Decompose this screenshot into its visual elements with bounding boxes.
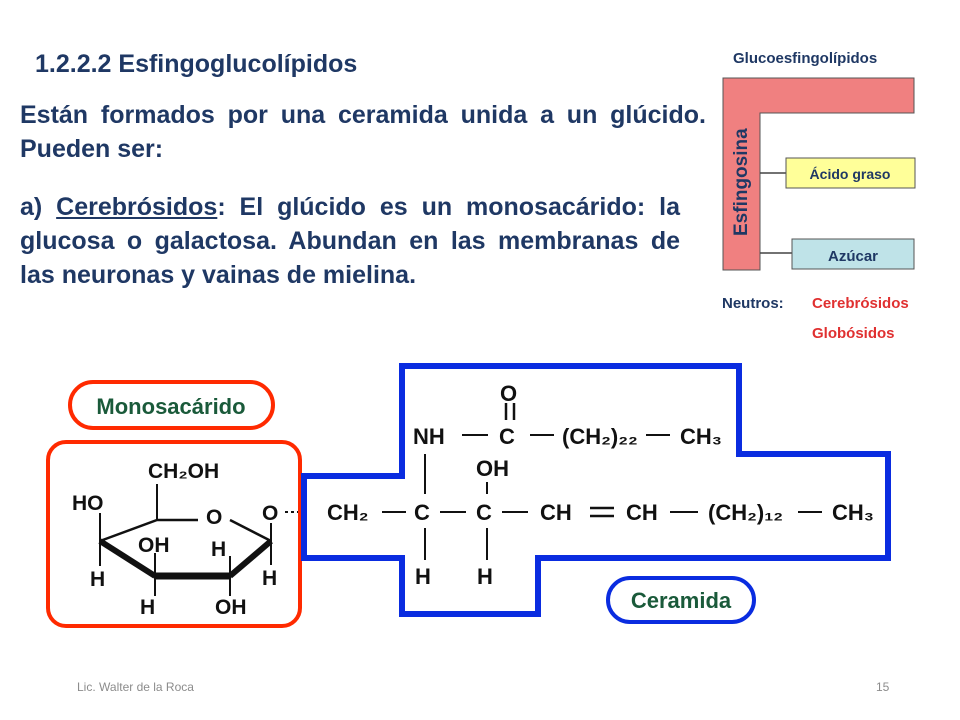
fatty-acid-box (785, 157, 916, 189)
sugar-box (791, 238, 915, 270)
ring-h-bottom: H (140, 596, 155, 619)
sugar-label: Azúcar (828, 248, 878, 265)
esfingosina-label: Esfingosina (731, 128, 752, 236)
slide-title: 1.2.2.2 Esfingoglucolípidos (35, 50, 358, 78)
cerebrosidos-type: Cerebrósidos (812, 295, 909, 312)
ring-oh-inner: OH (138, 534, 170, 557)
chain-c1: C (414, 500, 430, 525)
chain-h2: H (477, 564, 493, 589)
ceramide-bonds (382, 403, 822, 560)
ring-ch2oh: CH₂OH (148, 460, 219, 483)
ceramida-label-frame (606, 576, 756, 624)
footer-page-number: 15 (876, 680, 890, 694)
globosidos-type: Globósidos (812, 325, 895, 342)
ring-ho: HO (72, 492, 104, 515)
chain-o-carbonyl: O (500, 381, 517, 406)
chain-nh: NH (413, 424, 445, 449)
monosacarido-frame (46, 440, 302, 628)
fatty-acid-label: Ácido graso (810, 166, 891, 182)
chain-ch2-12: (CH₂)₁₂ (708, 500, 783, 525)
scheme-title: Glucoesfingolípidos (733, 50, 877, 67)
ring-h-inner: H (211, 538, 226, 561)
chain-ch-b: CH (626, 500, 658, 525)
chain-ch2-22: (CH₂)₂₂ (562, 424, 638, 449)
chain-ch3-top: CH₃ (680, 424, 722, 449)
chain-ch2: CH₂ (327, 500, 369, 525)
esfingosina-block (722, 77, 915, 271)
ring-oh-bottom: OH (215, 596, 247, 619)
ring-o: O (206, 506, 222, 529)
chain-c2: C (476, 500, 492, 525)
chain-ch3: CH₃ (832, 500, 874, 525)
chain-c-carbonyl: C (499, 424, 515, 449)
cerebrosidos-paragraph: a) Cerebrósidos: El glúcido es un monosa… (20, 190, 680, 292)
chain-h1: H (415, 564, 431, 589)
ring-h-right: H (262, 567, 277, 590)
chain-ch-a: CH (540, 500, 572, 525)
neutral-label: Neutros: (722, 295, 784, 312)
ring-h-left: H (90, 568, 105, 591)
monosacarido-label: Monosacárido (96, 394, 245, 419)
ceramida-label: Ceramida (631, 588, 732, 613)
item-a-text: : El glúcido es un monosacárido: la gluc… (20, 193, 680, 289)
ceramida-frame (301, 363, 891, 617)
footer-author: Lic. Walter de la Roca (77, 680, 194, 694)
cerebrosidos-term: Cerebrósidos (56, 193, 218, 221)
pyranose-ring (98, 484, 298, 596)
monosacarido-label-frame (68, 380, 275, 430)
ring-o-link: O (262, 502, 278, 525)
item-a-prefix: a) (20, 193, 57, 221)
intro-paragraph: Están formados por una ceramida unida a … (20, 101, 706, 163)
chain-oh: OH (476, 456, 509, 481)
